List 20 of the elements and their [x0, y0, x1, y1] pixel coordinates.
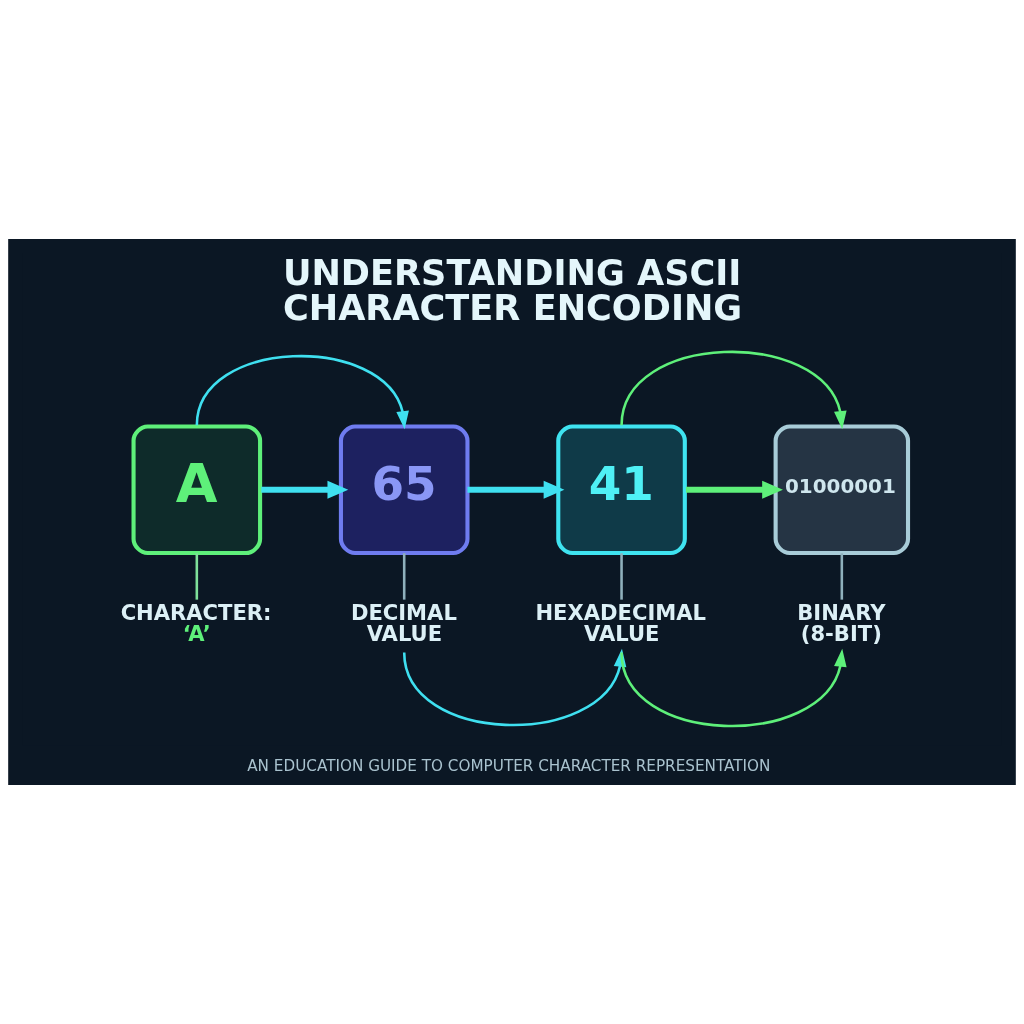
- arrow: [686, 480, 783, 499]
- node-box: 41: [556, 424, 687, 556]
- arrow: [195, 355, 409, 430]
- node-box: 01000001: [773, 424, 911, 556]
- diagram-title: UNDERSTANDING ASCII CHARACTER ENCODING: [282, 251, 743, 328]
- node-text: CHARACTER: ‘A’: [120, 600, 272, 647]
- connector: [402, 553, 406, 600]
- connector: [620, 553, 623, 600]
- connector: [195, 553, 199, 600]
- arrow: [261, 480, 349, 499]
- caption: AN EDUCATION GUIDE TO COMPUTER CHARACTER REPRESENTATION: [247, 757, 771, 776]
- arrow: [620, 350, 847, 430]
- node-box: 65: [338, 424, 470, 556]
- node-text: HEXADECIMAL VALUE: [535, 600, 706, 647]
- arrow: [467, 480, 565, 499]
- node-box: A: [131, 424, 263, 556]
- arrow: [620, 648, 847, 728]
- connector: [840, 553, 844, 600]
- node-text: DECIMAL VALUE: [350, 600, 457, 647]
- node-text: BINARY (8-BIT): [797, 600, 886, 647]
